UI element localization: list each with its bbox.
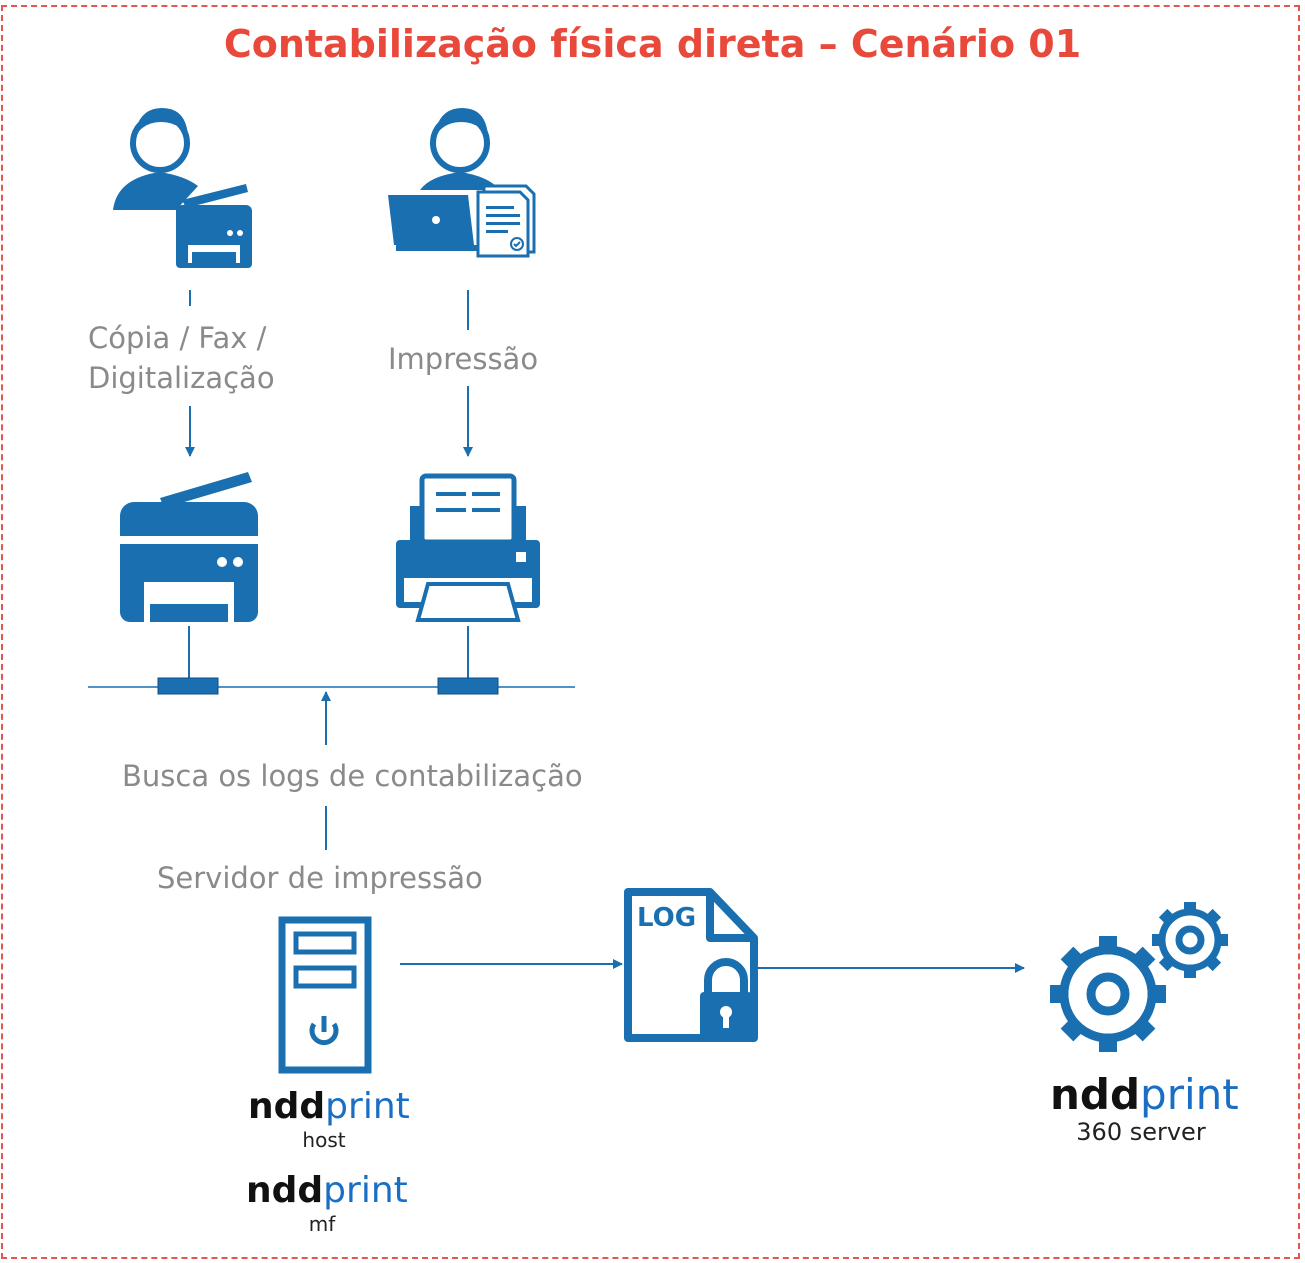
network-port-icon [157,677,219,695]
network-port-icon [437,677,499,695]
multifunction-printer-icon [120,472,258,622]
user-laptop-document-icon [388,108,536,258]
brand-nddprint-360: nddprint [1050,1070,1239,1119]
dashed-frame [1,5,1300,1259]
label-copy-fax-line2: Digitalização [88,361,275,395]
user-copier-icon [113,108,252,268]
network-bus [88,626,575,695]
brand-ndd: ndd [1050,1070,1141,1119]
brand-print: print [323,1170,408,1211]
brand-nddprint-host: nddprint [248,1086,410,1127]
server-tower-icon [278,916,372,1074]
label-print: Impressão [388,342,539,376]
label-print-server: Servidor de impressão [157,861,483,895]
brand-print: print [325,1086,410,1127]
gears-icon [1050,902,1228,1052]
brand-ndd: ndd [248,1086,326,1127]
brand-print: print [1140,1070,1239,1119]
log-badge-text: LOG [637,903,696,933]
label-fetch-logs: Busca os logs de contabilização [122,759,583,793]
brand-nddprint-mf: nddprint [246,1170,408,1211]
label-copy-fax-line1: Cópia / Fax / [88,321,267,355]
diagram-title: Contabilização física direta – Cenário 0… [223,22,1082,66]
brand-sub-host: host [302,1128,346,1152]
log-file-lock-icon [624,888,758,1042]
brand-sub-360: 360 server [1076,1118,1206,1146]
printer-icon [396,473,540,622]
brand-sub-mf: mf [308,1212,336,1236]
brand-ndd: ndd [246,1170,324,1211]
